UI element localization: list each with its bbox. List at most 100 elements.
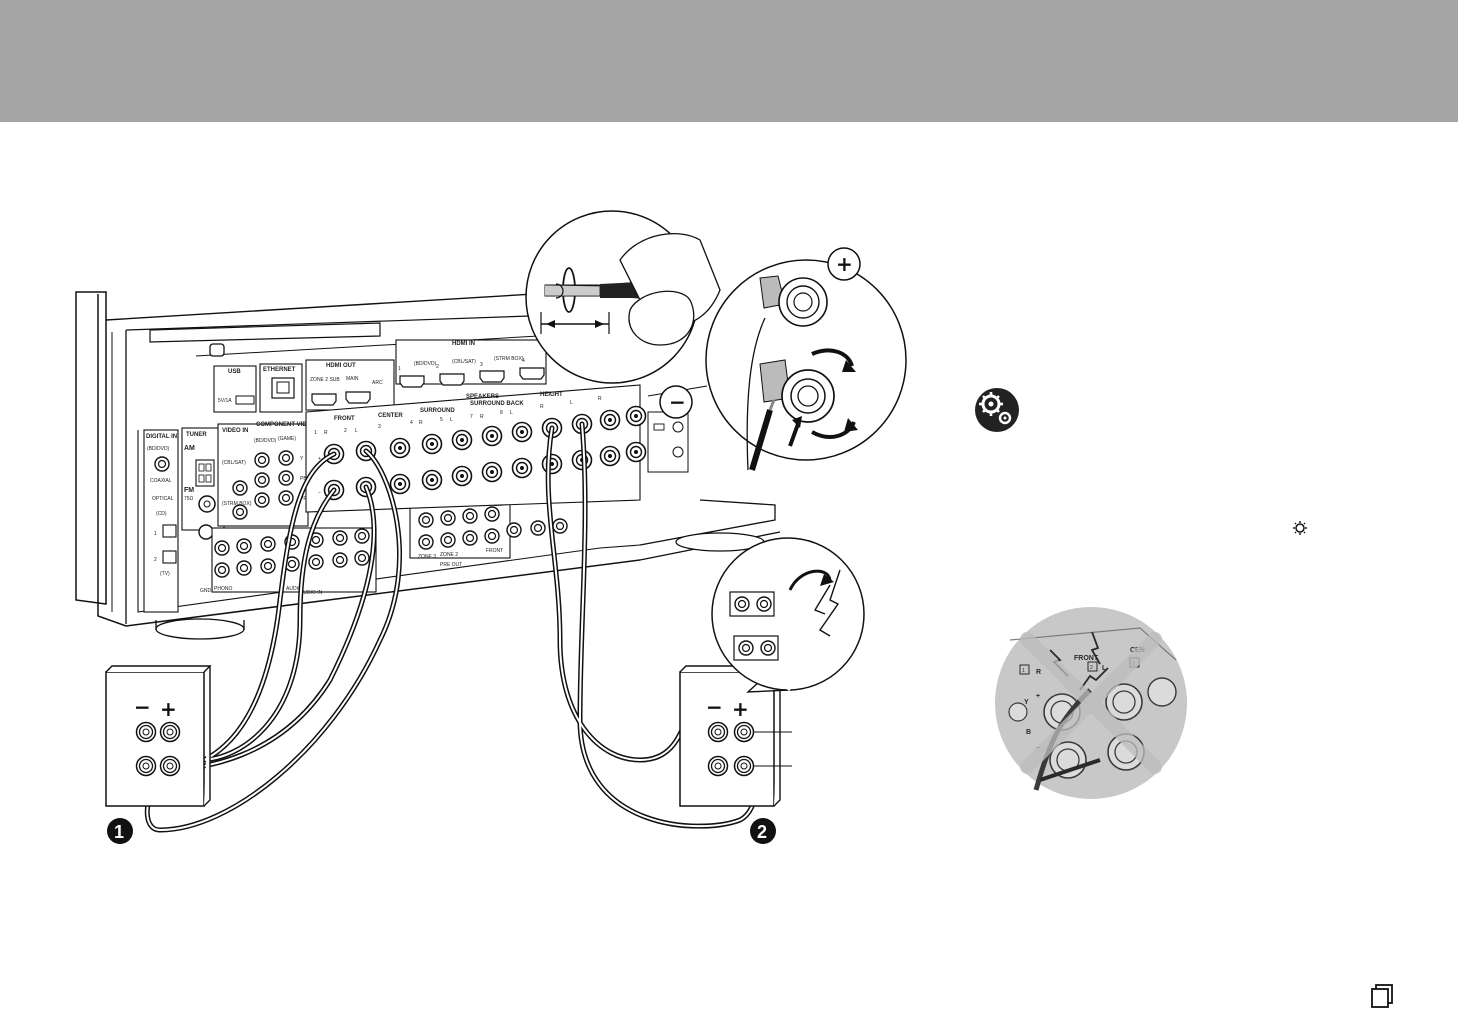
hdmi-in-label: HDMI IN — [452, 341, 475, 347]
right-speaker-minus-label: − — [706, 695, 723, 719]
sb-r-label: R — [480, 414, 484, 420]
tuner-section: TUNER AM FM 75Ω GND — [181, 427, 225, 594]
zone2-label: ZONE 2 — [440, 552, 458, 558]
badge-1: 1 — [107, 818, 133, 844]
left-speaker-minus-top-terminal[interactable] — [135, 721, 157, 743]
ch-3-label: 3 — [378, 424, 381, 430]
height-l-label: L — [570, 400, 573, 406]
hdmi-out-main-port — [345, 391, 371, 404]
hdmi-in-cbl-label: (CBL/SAT) — [452, 359, 476, 365]
audio-in-label: AUDIO IN — [300, 590, 323, 596]
hdmi-in-2-port — [439, 373, 465, 386]
badge-2-label: 2 — [757, 822, 767, 842]
surround-r-label: R — [419, 420, 423, 426]
hdmi-out-label: HDMI OUT — [326, 363, 356, 369]
optical-1-port — [162, 524, 177, 538]
sb-l-label: L — [510, 410, 513, 416]
left-speaker-minus-label: − — [134, 695, 151, 719]
front-label: FRONT — [334, 416, 355, 422]
warning-l-label: L — [1102, 665, 1107, 672]
component-game-label: (GAME) — [278, 436, 296, 442]
warning-r-label: R — [1036, 669, 1041, 676]
cd-label: (CD) — [156, 511, 167, 517]
speakers-label: SPEAKERS — [466, 394, 499, 400]
left-speaker-plus-bottom-terminal[interactable] — [159, 755, 181, 777]
warning-2-label: 2 — [1090, 665, 1093, 671]
arc-label: ARC — [372, 380, 383, 386]
digital-in-sub-label: (BD/DVD) — [147, 446, 170, 452]
video-cbl-label: (CBL/SAT) — [222, 460, 246, 466]
hdmi-in-1-port — [399, 375, 425, 388]
main-label: MAIN — [346, 376, 359, 382]
panel-plus-label: + — [318, 456, 321, 462]
panel-minus-label: − — [318, 490, 321, 496]
optical-label: OPTICAL — [152, 496, 174, 502]
right-speaker-minus-top-terminal[interactable] — [707, 721, 729, 743]
ethernet-label: ETHERNET — [263, 367, 296, 373]
center-label: CENTER — [378, 413, 403, 419]
hdmi-in-bd-label: (BD/DVD) — [414, 361, 437, 367]
right-speaker-plus-bottom-terminal[interactable] — [733, 755, 755, 777]
speaker-terminals-section: SPEAKERS FRONT CENTER SURROUND SURROUND … — [305, 384, 647, 513]
incorrect-wiring-example: FRONT CEN 1 R 2 L 3 Y B + − — [995, 607, 1187, 799]
fm-ohm-label: 75Ω — [184, 496, 194, 502]
hdmi-in-port-2-label: 2 — [436, 364, 439, 370]
ch-4-label: 4 — [410, 420, 413, 426]
hdmi-in-4-port — [519, 367, 545, 380]
warning-front-label: FRONT — [1074, 655, 1099, 662]
pre-out-label: PRE OUT — [440, 562, 462, 568]
digital-in-section: DIGITAL IN (BD/DVD) COAXIAL OPTICAL (CD)… — [143, 429, 179, 613]
am-label: AM — [184, 445, 195, 452]
component-y-label: Y — [300, 456, 304, 462]
hdmi-in-3-port — [479, 370, 505, 383]
terminal-connection-zoom: + − — [647, 247, 907, 471]
hdmi-out-zone2-port — [311, 393, 337, 406]
hdmi-in-port-4-label: 4 — [522, 358, 525, 364]
ch-1-label: 1 — [314, 430, 317, 436]
front-r-label: R — [324, 430, 328, 436]
optical-1-label: 1 — [154, 531, 157, 537]
speaker-right: − + — [679, 665, 792, 807]
gnd-label: GND — [200, 588, 212, 594]
left-speaker-plus-top-terminal[interactable] — [159, 721, 181, 743]
top-connector-row: USB 5V/1A ETHERNET HDMI OUT ZONE 2 SUB M… — [213, 339, 547, 413]
zone2-sub-label: ZONE 2 SUB — [310, 377, 340, 383]
fm-label: FM — [184, 487, 194, 494]
page-icon[interactable] — [1370, 983, 1396, 1009]
usb-power-label: 5V/1A — [218, 398, 232, 404]
warning-plus-label: + — [1036, 693, 1040, 700]
warning-1-label: 1 — [1022, 668, 1025, 674]
component-pr-label: PR — [300, 496, 307, 502]
surround-label: SURROUND — [420, 408, 455, 414]
gear-icon — [975, 388, 1019, 432]
digital-in-label: DIGITAL IN — [146, 434, 177, 440]
left-speaker-minus-bottom-terminal[interactable] — [135, 755, 157, 777]
component-pb-label: PB — [300, 476, 307, 482]
phono-label: PHONO — [214, 586, 232, 592]
hdmi-in-port-3-label: 3 — [480, 362, 483, 368]
surround-back-label: SURROUND BACK — [470, 401, 524, 407]
hdmi-in-strm-label: (STRM BOX) — [494, 356, 524, 362]
height-label: HEIGHT — [540, 392, 563, 398]
hdmi-in-port-1-label: 1 — [398, 366, 401, 372]
optical-2-port — [162, 550, 177, 564]
badge-2: 2 — [750, 818, 776, 844]
front-l-label: L — [355, 428, 358, 434]
receiver-body — [75, 289, 781, 640]
right-speaker-plus-label: + — [732, 697, 749, 721]
optical-2-label: 2 — [154, 557, 157, 563]
warning-y-label: Y — [1024, 699, 1029, 706]
badge-1-label: 1 — [114, 822, 124, 842]
component-video-in-label: COMPONENT VIDEO IN — [256, 422, 323, 428]
right-speaker-minus-bottom-terminal[interactable] — [707, 755, 729, 777]
header-bar — [0, 0, 1458, 122]
pre-out-section: SUBWOOFER ZONE 3 ZONE 2 FRONT PRE OUT — [409, 499, 568, 568]
tuner-label: TUNER — [186, 432, 207, 438]
left-speaker-plus-label: + — [160, 697, 177, 721]
usb-port — [235, 395, 255, 405]
zone3-label: ZONE 3 — [418, 554, 436, 560]
pre-front-label: FRONT — [486, 548, 503, 554]
ch-5-label: 5 — [440, 417, 443, 423]
component-bd-label: (BD/DVD) — [254, 438, 277, 444]
right-speaker-plus-top-terminal[interactable] — [733, 721, 755, 743]
